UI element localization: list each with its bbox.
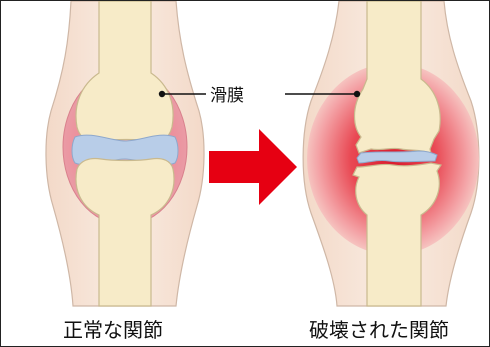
normal-joint-caption: 正常な関節 xyxy=(63,314,163,343)
normal-joint xyxy=(46,1,204,306)
destroyed-joint-caption: 破壊された関節 xyxy=(309,314,449,343)
transition-arrow xyxy=(209,129,297,205)
callout-dot-left xyxy=(159,91,165,97)
synovium-label: 滑膜 xyxy=(210,81,244,106)
callout-dot-right xyxy=(354,91,360,97)
destroyed-joint xyxy=(303,1,479,306)
destroyed-cartilage xyxy=(357,151,437,163)
